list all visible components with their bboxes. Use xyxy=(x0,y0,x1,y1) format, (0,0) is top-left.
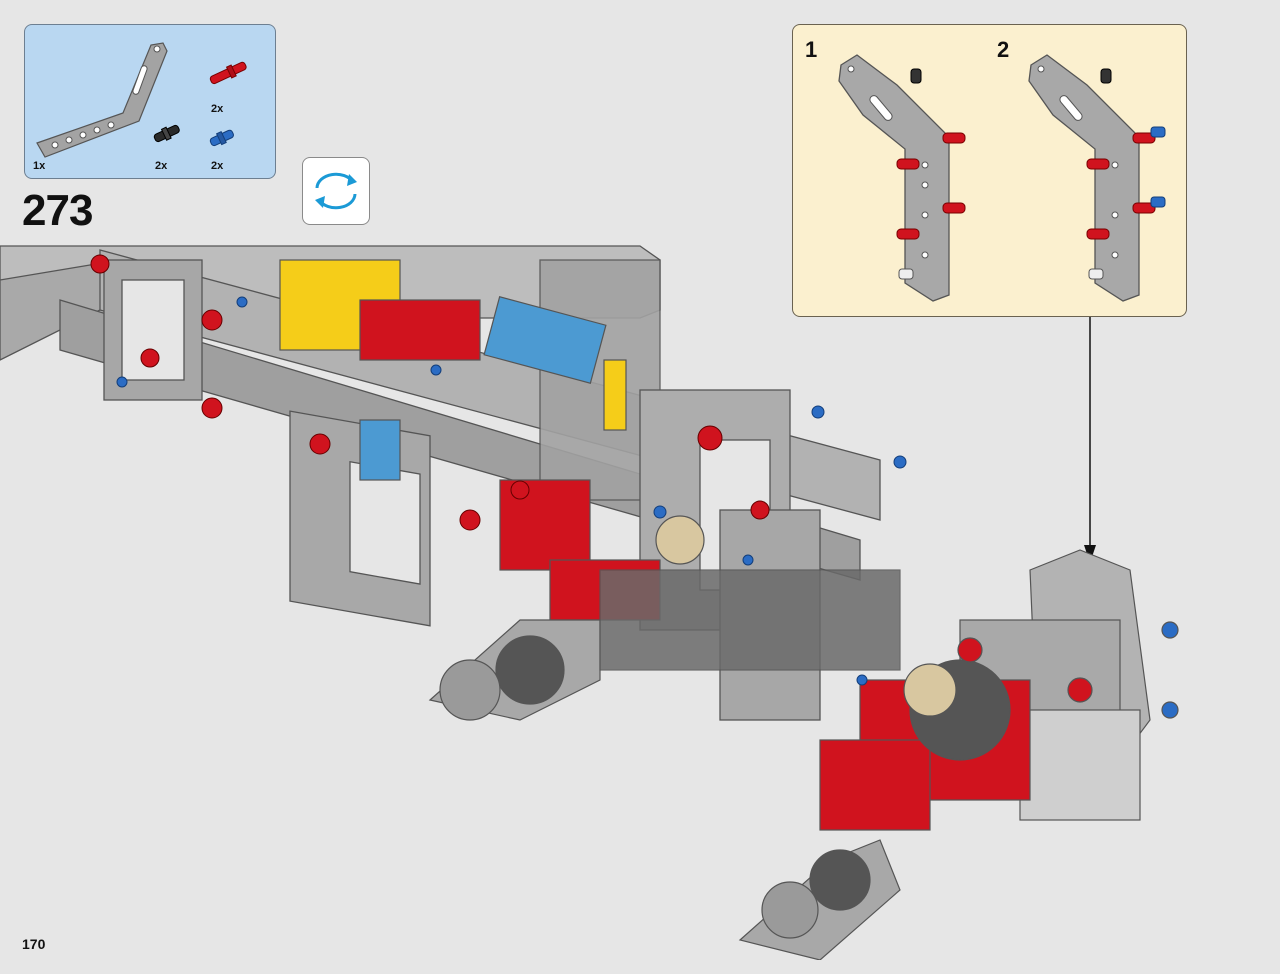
black-pin-part xyxy=(153,124,180,143)
qty-black-pin: 2x xyxy=(155,160,168,172)
sub-assembly-illustration xyxy=(838,54,1166,302)
sub-step-1-label: 1 xyxy=(805,37,818,62)
rotate-model-icon xyxy=(302,157,370,225)
sub-step-1-part xyxy=(838,54,966,302)
left-axle-assembly xyxy=(428,479,901,721)
sub-step-2-part xyxy=(1028,54,1166,302)
frame-pins xyxy=(90,254,770,531)
blue-pin-part xyxy=(209,129,234,147)
parts-illustration xyxy=(36,42,247,158)
bent-liftarm-part xyxy=(36,42,168,158)
page-number: 170 xyxy=(22,936,46,952)
sub-assembly-callout: 1 2 xyxy=(792,24,1187,317)
model-illustration xyxy=(0,245,1179,960)
frame-blue-pins xyxy=(116,296,907,686)
qty-liftarm: 1x xyxy=(33,160,46,172)
sub-step-2-label: 2 xyxy=(997,37,1010,62)
right-axle-assembly xyxy=(738,549,1179,960)
red-pin-part xyxy=(209,61,247,85)
inner-parts xyxy=(279,259,627,481)
qty-red-pin: 2x xyxy=(211,103,224,115)
qty-blue-pin: 2x xyxy=(211,160,224,172)
parts-list-callout: 1x 2x 2x 2x xyxy=(24,24,276,179)
step-number: 273 xyxy=(22,186,93,235)
